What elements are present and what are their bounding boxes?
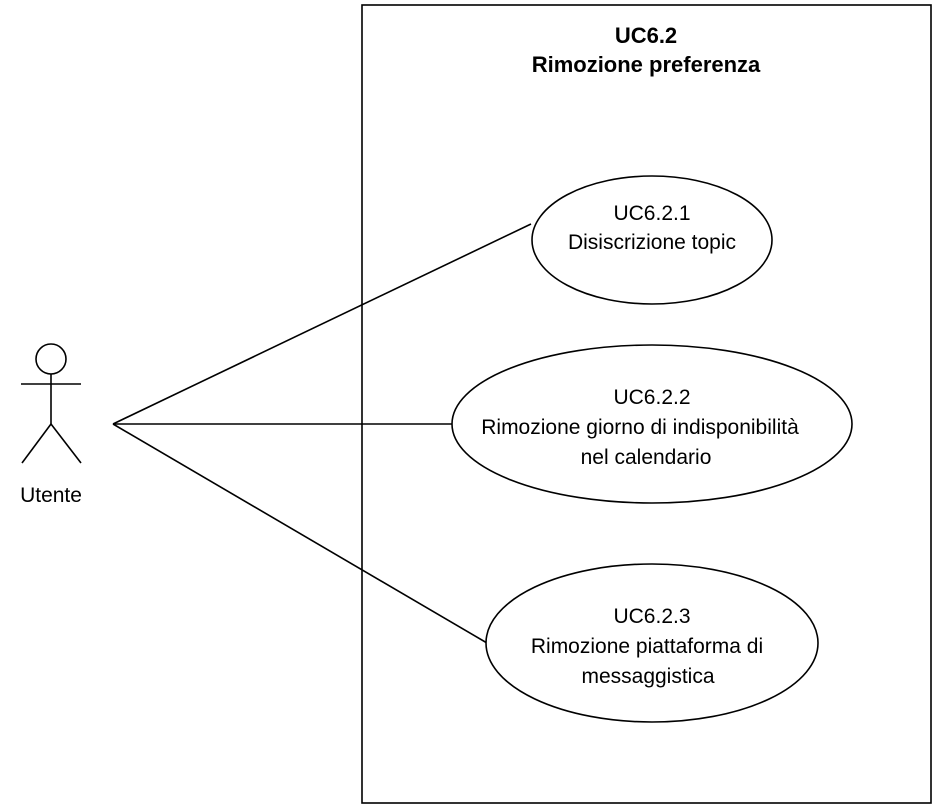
associations [112, 223, 532, 644]
use-case-label-line-2: messaggistica [581, 665, 714, 688]
system-title-id: UC6.2 [615, 23, 677, 48]
use-case-id: UC6.2.1 [613, 202, 690, 225]
association-uc621 [112, 223, 532, 425]
use-case-uc621[interactable]: UC6.2.1 Disiscrizione topic [531, 175, 773, 305]
use-case-label: Disiscrizione topic [568, 231, 736, 254]
actor-right-leg [50, 423, 82, 464]
system-boundary [361, 4, 932, 804]
use-case-id: UC6.2.3 [613, 605, 690, 628]
use-case-id: UC6.2.2 [613, 386, 690, 409]
actor-utente[interactable] [21, 343, 82, 464]
use-case-label-line-1: Rimozione piattaforma di [531, 635, 763, 658]
use-case-ellipse [531, 175, 773, 305]
use-case-uc623[interactable]: UC6.2.3 Rimozione piattaforma di messagg… [485, 563, 819, 723]
system-title-name: Rimozione preferenza [532, 52, 761, 77]
actor-head [35, 343, 67, 375]
association-uc623 [112, 423, 488, 644]
use-case-uc622[interactable]: UC6.2.2 Rimozione giorno di indisponibil… [451, 344, 853, 504]
actor-left-leg [21, 423, 52, 464]
use-case-label-line-2: nel calendario [581, 446, 712, 469]
use-case-ellipse [451, 344, 853, 504]
use-case-ellipse [485, 563, 819, 723]
actor-label: Utente [20, 484, 82, 507]
use-case-label-line-1: Rimozione giorno di indisponibilità [481, 416, 799, 439]
